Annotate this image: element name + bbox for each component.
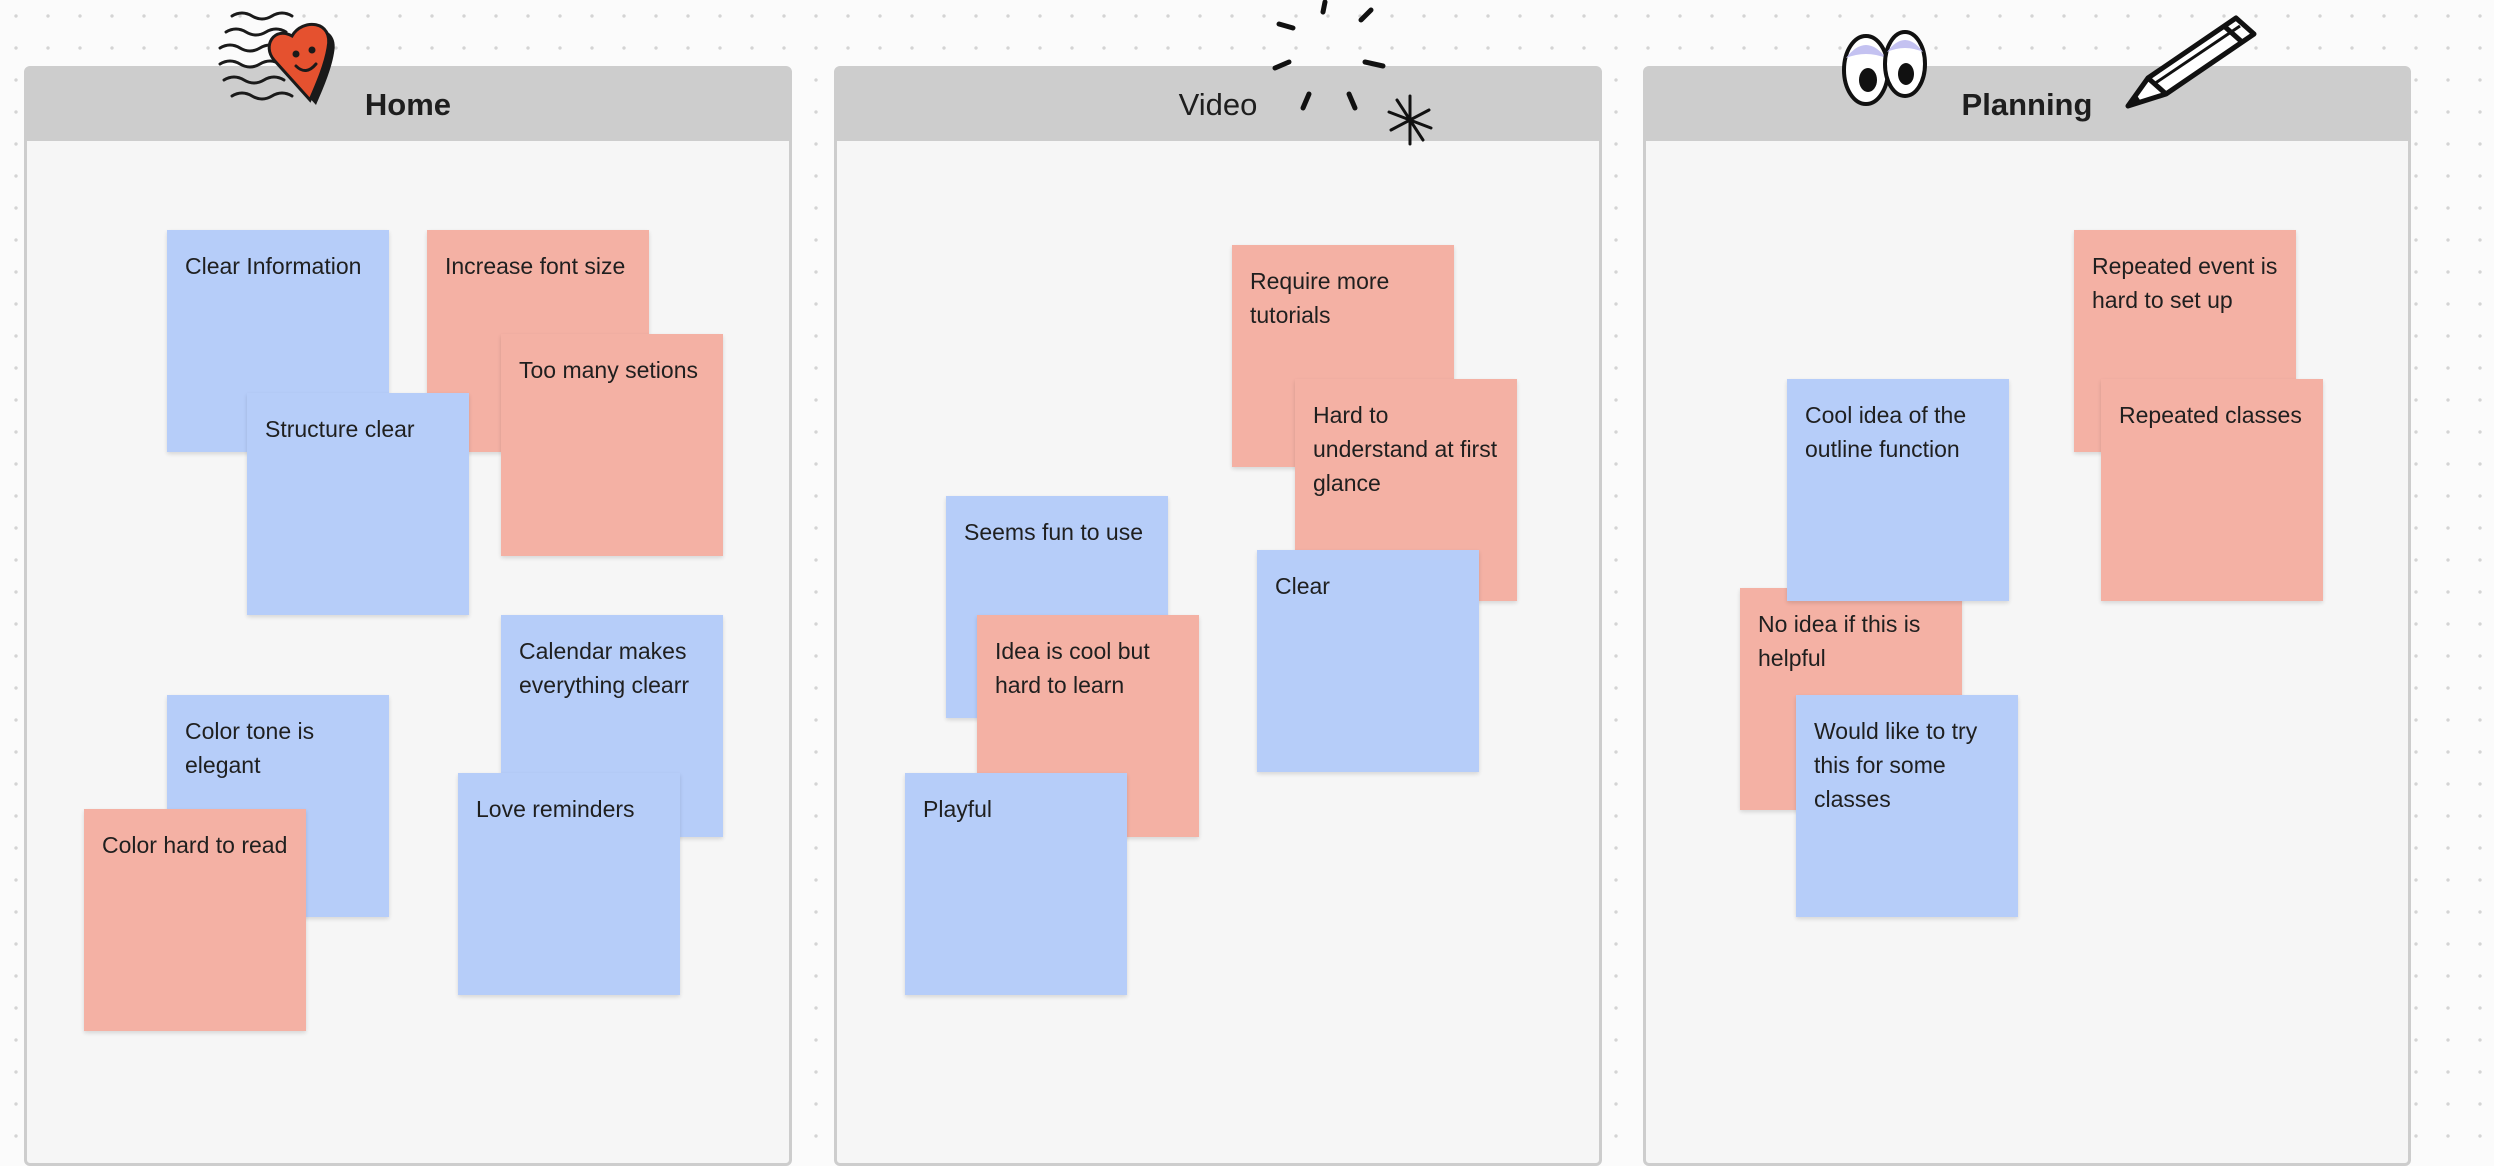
sticky-note-structure-clear[interactable]: Structure clear [247, 393, 469, 615]
section-title-home[interactable]: Home [27, 69, 789, 141]
sticky-note-would-like-to-try[interactable]: Would like to try this for some classes [1796, 695, 2018, 917]
sparkle-icon[interactable] [1265, 0, 1445, 150]
sticky-note-color-hard-to-read[interactable]: Color hard to read [84, 809, 306, 1031]
sticky-note-love-reminders[interactable]: Love reminders [458, 773, 680, 995]
section-video[interactable]: Video Require more tutorials Hard to und… [834, 66, 1602, 1166]
eyes-icon[interactable] [1836, 22, 1936, 114]
section-planning[interactable]: Planning Repeated event is hard to set u… [1643, 66, 2411, 1166]
section-title-planning[interactable]: Planning [1646, 69, 2408, 141]
pencil-icon[interactable] [2120, 12, 2260, 112]
sticky-note-cool-idea-outline[interactable]: Cool idea of the outline function [1787, 379, 2009, 601]
sticky-note-clear[interactable]: Clear [1257, 550, 1479, 772]
section-home[interactable]: Home Clear Information Increase font siz… [24, 66, 792, 1166]
sticky-note-too-many-setions[interactable]: Too many setions [501, 334, 723, 556]
sticky-note-playful[interactable]: Playful [905, 773, 1127, 995]
sticky-note-repeated-classes[interactable]: Repeated classes [2101, 379, 2323, 601]
section-title-video[interactable]: Video [837, 69, 1599, 141]
heart-stamp-icon[interactable] [212, 8, 362, 108]
